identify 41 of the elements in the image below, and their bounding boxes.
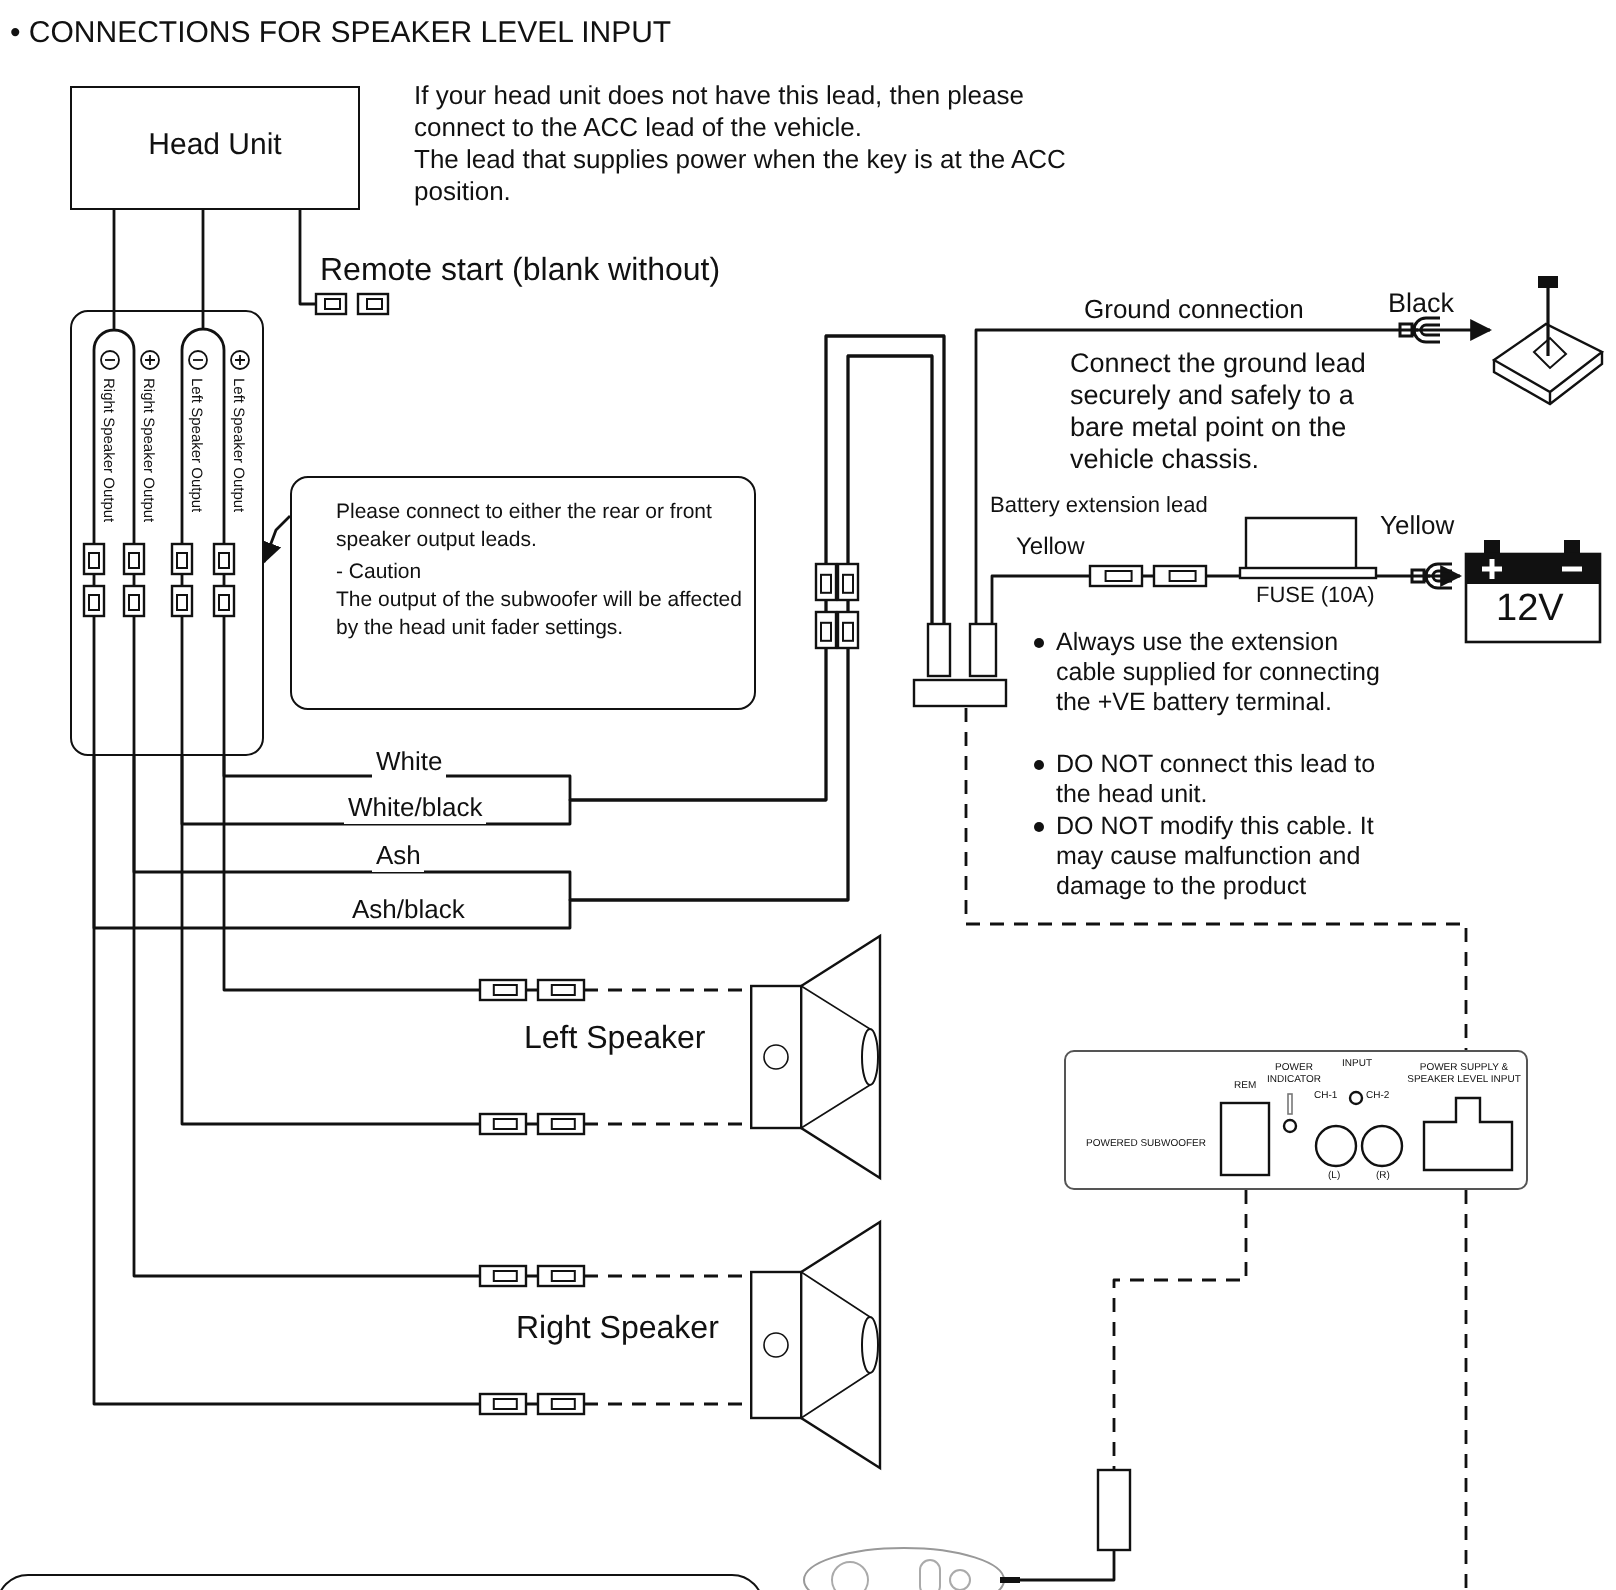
wiring-harness-connector	[912, 624, 1008, 708]
note-text: Please connect to either the rear or front speaker output leads.	[336, 498, 714, 554]
note-text: If your head unit does not have this lead, then please connect to the ACC lead of the vehicle.	[414, 80, 1026, 142]
arrow	[1376, 565, 1463, 587]
speaker-label: Right Speaker	[516, 1310, 719, 1349]
note-text: The lead that supplies power when the key is at the ACC position.	[414, 144, 1068, 206]
subwoofer-panel	[1064, 1050, 1528, 1190]
bullet-text: DO NOT modify this cable. It may cause malfunction and damage to the product	[1056, 812, 1376, 902]
fuse-label: FUSE (10A)	[1256, 584, 1375, 611]
edge-label: White/black	[344, 792, 487, 824]
note-box	[290, 476, 756, 710]
arrow	[974, 319, 1493, 624]
bullet-text: Always use the extension cable supplied for connecting the +VE battery terminal.	[1056, 628, 1382, 718]
speaker-output-panel	[70, 310, 264, 756]
wire	[1020, 1190, 1248, 1582]
wire-color-label: Yellow	[1380, 510, 1455, 542]
lead-label: Remote start (blank without)	[320, 252, 721, 291]
battery-drawing	[1460, 540, 1604, 644]
battery-label: 12V	[1496, 588, 1564, 634]
bullet-text: DO NOT connect this lead to the head unit.	[1056, 750, 1378, 810]
wire	[201, 210, 205, 310]
wire	[298, 210, 316, 306]
speaker-label: Left Speaker	[524, 1020, 706, 1059]
diagram-title: • CONNECTIONS FOR SPEAKER LEVEL INPUT	[10, 16, 672, 52]
wire	[112, 210, 116, 310]
fuse-drawing	[1240, 516, 1376, 612]
wire	[964, 708, 1468, 1050]
arrow	[260, 515, 291, 565]
wire	[1464, 1190, 1468, 1590]
edge-label: White	[372, 746, 447, 778]
speaker-drawing	[750, 1220, 884, 1470]
box-label: Head Unit	[146, 128, 284, 164]
lead-label: Battery extension lead	[990, 494, 1208, 521]
note-text: The output of the subwoofer will be affected by the head unit fader settings.	[336, 586, 744, 642]
instruction-text: Connect the ground lead securely and safely to a bare metal point on the vehicle chassis.	[1070, 348, 1368, 476]
speaker-drawing	[750, 934, 884, 1180]
head-unit-box	[70, 86, 360, 210]
note-text: - Caution	[336, 558, 424, 586]
wire-color-label: Black	[1388, 288, 1455, 321]
wire-color-label: Yellow	[1016, 532, 1085, 561]
edge-label: Ash	[372, 840, 425, 872]
